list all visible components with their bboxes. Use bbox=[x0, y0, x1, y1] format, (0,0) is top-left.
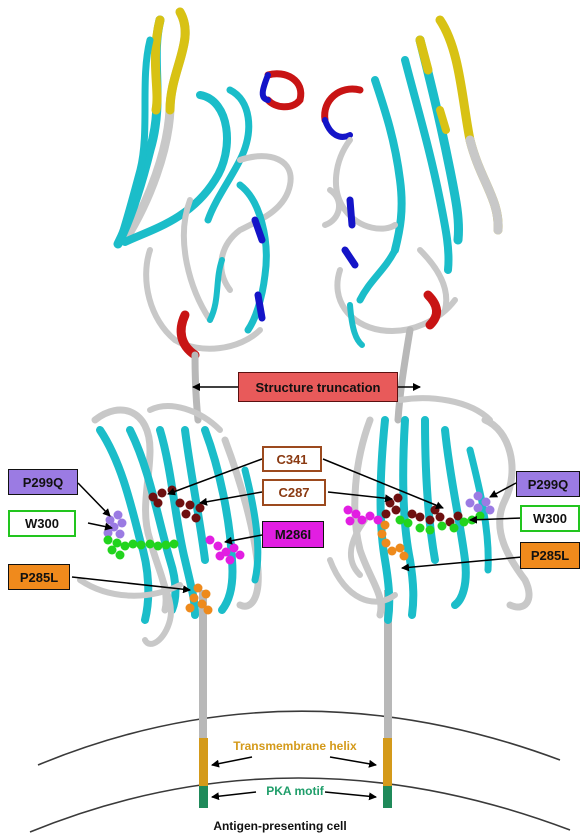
label-p285l-left: P285L bbox=[8, 564, 70, 590]
label-c341: C341 bbox=[262, 446, 322, 472]
label-p299q-right: P299Q bbox=[516, 471, 580, 497]
label-transmembrane-helix: Transmembrane helix bbox=[205, 738, 385, 754]
residue-p299q-left bbox=[104, 511, 127, 539]
label-m286i: M286I bbox=[262, 521, 324, 548]
right-residues bbox=[344, 492, 495, 561]
arrow-tm-right bbox=[330, 757, 376, 765]
label-pka-motif: PKA motif bbox=[245, 783, 345, 799]
transmembrane-stalks bbox=[199, 590, 392, 808]
left-lower-domain bbox=[80, 406, 258, 644]
label-c287: C287 bbox=[262, 479, 326, 506]
label-w300-right: W300 bbox=[520, 505, 580, 532]
label-w300-left: W300 bbox=[8, 510, 76, 537]
right-lower-domain bbox=[330, 398, 529, 620]
label-antigen-presenting-cell: Antigen-presenting cell bbox=[180, 818, 380, 834]
residue-c287-right bbox=[382, 494, 403, 519]
cell-membrane bbox=[30, 711, 570, 832]
right-upper-domain bbox=[325, 20, 498, 420]
arrow-p299q-left bbox=[78, 483, 110, 516]
arrow-tm-left bbox=[212, 757, 252, 765]
pka-left bbox=[199, 786, 208, 808]
label-p299q-left: P299Q bbox=[8, 469, 78, 495]
left-upper-domain bbox=[118, 12, 301, 420]
label-structure-truncation: Structure truncation bbox=[238, 372, 398, 402]
pka-right bbox=[383, 786, 392, 808]
label-p285l-right: P285L bbox=[520, 542, 580, 569]
